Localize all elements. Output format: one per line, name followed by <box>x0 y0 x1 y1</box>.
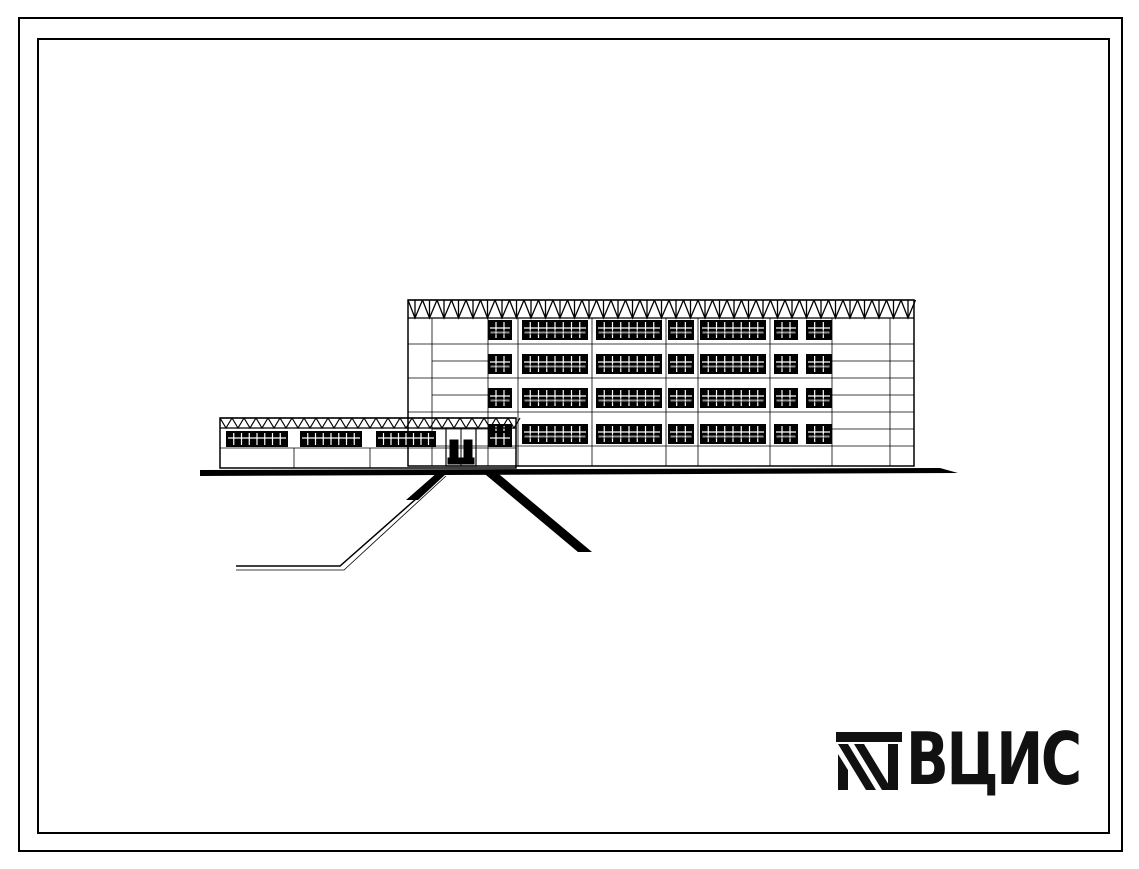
window <box>774 354 798 374</box>
window <box>700 320 766 340</box>
window <box>376 431 436 447</box>
annex-block <box>219 417 521 469</box>
window <box>668 320 694 340</box>
outer-sheet-border <box>18 17 1123 852</box>
window <box>596 354 662 374</box>
window <box>700 388 766 408</box>
window <box>774 424 798 444</box>
annex-windows <box>226 431 512 447</box>
window <box>700 424 766 444</box>
main-roof-truss <box>407 299 917 320</box>
inner-sheet-border <box>37 38 1110 834</box>
main-windows <box>488 320 832 444</box>
window <box>488 320 512 340</box>
entrance-door <box>445 427 477 467</box>
window <box>522 424 588 444</box>
window <box>668 424 694 444</box>
ground-line <box>200 468 958 476</box>
window <box>596 388 662 408</box>
institute-logo: ВЦИС <box>836 717 1129 801</box>
window <box>300 431 362 447</box>
window <box>700 354 766 374</box>
institute-emblem-icon <box>836 732 902 790</box>
window <box>522 354 588 374</box>
window <box>226 431 288 447</box>
window <box>806 354 832 374</box>
institute-logo-text: ВЦИС <box>906 717 1082 801</box>
window <box>668 354 694 374</box>
annex-roof-truss <box>219 417 521 430</box>
window <box>488 388 512 408</box>
window <box>774 388 798 408</box>
window <box>774 320 798 340</box>
window <box>596 424 662 444</box>
main-block <box>407 299 917 467</box>
window <box>668 388 694 408</box>
window <box>522 320 588 340</box>
window <box>596 320 662 340</box>
approach-paths <box>236 470 592 571</box>
window <box>488 431 512 447</box>
window <box>806 388 832 408</box>
window <box>522 388 588 408</box>
window <box>488 354 512 374</box>
window <box>806 320 832 340</box>
window <box>806 424 832 444</box>
